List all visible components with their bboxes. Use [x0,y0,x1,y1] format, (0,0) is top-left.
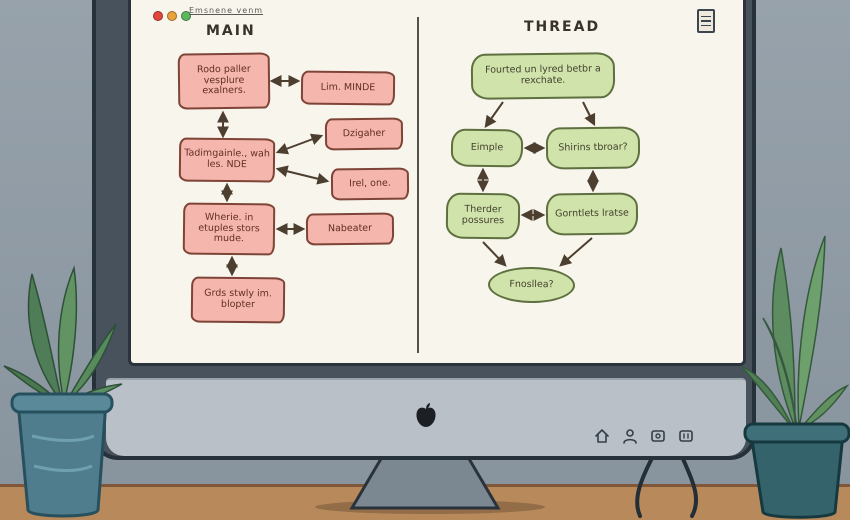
flow-node-main-4[interactable]: Tadimgainle., wah les. NDE [178,137,276,183]
screen-icon [651,430,665,442]
panel-header-main: MAIN [206,23,256,39]
flow-node-thread-6[interactable]: Fnosllea? [487,266,576,304]
flow-node-thread-1[interactable]: Fourted un lyred betbr a rexchate. [470,52,616,100]
home-icon [595,429,609,443]
zoom-button[interactable] [181,11,191,21]
person-icon [623,429,637,444]
flow-node-thread-4[interactable]: Therder possures [445,192,521,240]
close-button[interactable] [153,11,163,21]
chin-icons [594,428,694,444]
flow-node-main-5[interactable]: Irel, one. [330,167,410,201]
flow-node-main-2[interactable]: Lim. MINDE [300,70,396,106]
flow-node-thread-5[interactable]: Gorntlets lratse [545,192,639,236]
apple-logo-icon [416,403,436,427]
window-controls [153,11,191,21]
ports-icon [679,430,693,442]
screen: Emsnene venm [128,0,746,366]
flow-node-main-6[interactable]: Wherie. in etuples stors mude. [182,202,276,256]
window-title: Emsnene venm [189,6,264,15]
monitor: Emsnene venm [92,0,756,460]
flow-node-main-1[interactable]: Rodo paller vesplure exalners. [177,52,271,110]
minimize-button[interactable] [167,11,177,21]
right-plant [740,235,850,519]
left-plant [3,265,123,518]
flow-node-main-7[interactable]: Nabeater [305,212,395,246]
scrollbar-icon[interactable] [697,9,715,33]
flow-node-main-8[interactable]: Grds stwly im. blopter [190,276,286,324]
monitor-chin [106,378,746,456]
flow-node-thread-2[interactable]: Eimple [450,128,524,168]
panel-header-thread: THREAD [524,19,601,35]
flow-node-thread-3[interactable]: Shirins tbroar? [545,126,641,170]
flow-node-main-3[interactable]: Dzigaher [324,117,404,151]
